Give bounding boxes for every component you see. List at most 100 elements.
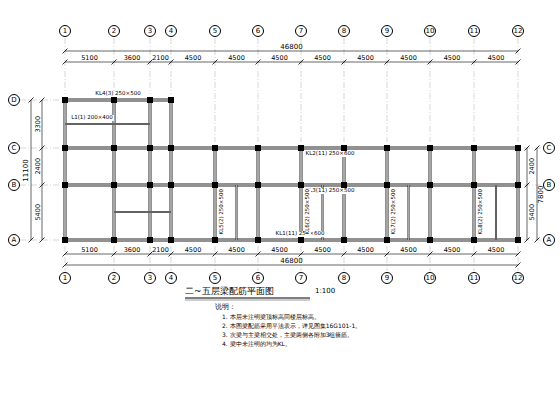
beam-label: KL7(2) 250×500 xyxy=(391,188,397,235)
axis-bubble: 5 xyxy=(209,272,221,284)
dimension-line xyxy=(537,148,538,240)
dimension-tick xyxy=(29,98,34,103)
column xyxy=(427,237,433,243)
beam-line xyxy=(236,185,238,240)
beam-core xyxy=(64,100,65,240)
column xyxy=(111,97,117,103)
axis-number: 3 xyxy=(148,28,152,35)
beam-core xyxy=(65,184,518,185)
axis-line xyxy=(474,38,475,142)
axis-line xyxy=(430,246,431,271)
column xyxy=(255,237,261,243)
axis-number: 6 xyxy=(256,275,260,282)
column xyxy=(111,145,117,151)
beam-label: L1(1) 200×400 xyxy=(70,115,114,121)
dimension-text: 4500 xyxy=(271,55,288,62)
beam-line xyxy=(495,185,497,240)
column xyxy=(147,182,153,188)
axis-number: 12 xyxy=(514,275,523,282)
axis-bubble: 10 xyxy=(424,25,436,37)
dimension-tick xyxy=(256,60,261,65)
axis-number: 5 xyxy=(213,28,217,35)
axis-bubble: 11 xyxy=(468,272,480,284)
column xyxy=(168,145,174,151)
dimension-tick xyxy=(385,60,390,65)
axis-line xyxy=(518,38,519,142)
axis-line xyxy=(258,38,259,142)
axis-bubble: B xyxy=(8,179,20,191)
beam-line xyxy=(429,148,432,240)
axis-bubble: 7 xyxy=(295,25,307,37)
beam-line xyxy=(114,211,171,213)
axis-line xyxy=(301,38,302,142)
axis-bubble: D xyxy=(8,94,20,106)
dimension-tick xyxy=(525,146,530,151)
dimension-tick xyxy=(516,263,521,268)
axis-number: A xyxy=(12,237,17,244)
dimension-tick xyxy=(428,252,433,257)
dimension-tick xyxy=(299,252,304,257)
dimension-text: 4500 xyxy=(228,247,245,254)
axis-bubble: 2 xyxy=(108,272,120,284)
axis-bubble: 8 xyxy=(338,25,350,37)
axis-number: 10 xyxy=(426,28,435,35)
dimension-text: 4500 xyxy=(185,55,202,62)
dimension-text: 3600 xyxy=(124,55,141,62)
dimension-tick xyxy=(169,252,174,257)
column xyxy=(341,182,347,188)
axis-bubble: 2 xyxy=(108,25,120,37)
column xyxy=(298,145,304,151)
beam-line xyxy=(473,148,476,240)
axis-line xyxy=(387,38,388,142)
axis-bubble: A xyxy=(543,234,555,246)
dimension-tick xyxy=(299,60,304,65)
column xyxy=(255,145,261,151)
beam-line xyxy=(214,148,217,240)
column xyxy=(212,145,218,151)
beam-core xyxy=(65,147,518,148)
dimension-text: 4500 xyxy=(400,55,417,62)
axis-line xyxy=(114,38,115,94)
axis-line xyxy=(344,246,345,271)
dimension-tick xyxy=(40,98,45,103)
dimension-tick xyxy=(516,60,521,65)
axis-line xyxy=(20,185,59,186)
axis-line xyxy=(215,38,216,142)
dimension-text: 2400 xyxy=(35,158,42,175)
beam-label: KL3(11) 250×500 xyxy=(305,188,356,194)
column xyxy=(341,237,347,243)
column xyxy=(427,145,433,151)
beam-line xyxy=(65,123,150,125)
axis-line xyxy=(65,38,66,94)
dimension-tick xyxy=(472,252,477,257)
beam-core xyxy=(65,99,171,100)
axis-line xyxy=(258,246,259,271)
dimension-tick xyxy=(112,60,117,65)
beam-line xyxy=(386,148,389,240)
dimension-tick xyxy=(213,252,218,257)
dimension-line xyxy=(65,254,518,255)
dimension-text: 4500 xyxy=(314,247,331,254)
axis-number: 11 xyxy=(470,275,479,282)
column xyxy=(212,182,218,188)
dimension-tick xyxy=(516,49,521,54)
column xyxy=(111,237,117,243)
axis-line xyxy=(215,246,216,271)
beam-core xyxy=(343,148,344,240)
dimension-tick xyxy=(535,238,540,243)
column xyxy=(62,97,68,103)
dimension-text: 46800 xyxy=(280,44,302,51)
axis-bubble: C xyxy=(8,142,20,154)
dimension-tick xyxy=(63,49,68,54)
column xyxy=(471,182,477,188)
column xyxy=(168,97,174,103)
column xyxy=(62,237,68,243)
axis-number: B xyxy=(12,182,17,189)
note-text: 4. 梁中未注明的均为KL。 xyxy=(222,341,291,347)
dimension-tick xyxy=(213,60,218,65)
beam-line xyxy=(408,185,410,240)
beam-line xyxy=(343,148,346,240)
beam-line xyxy=(170,100,173,240)
title-underline xyxy=(185,298,310,299)
